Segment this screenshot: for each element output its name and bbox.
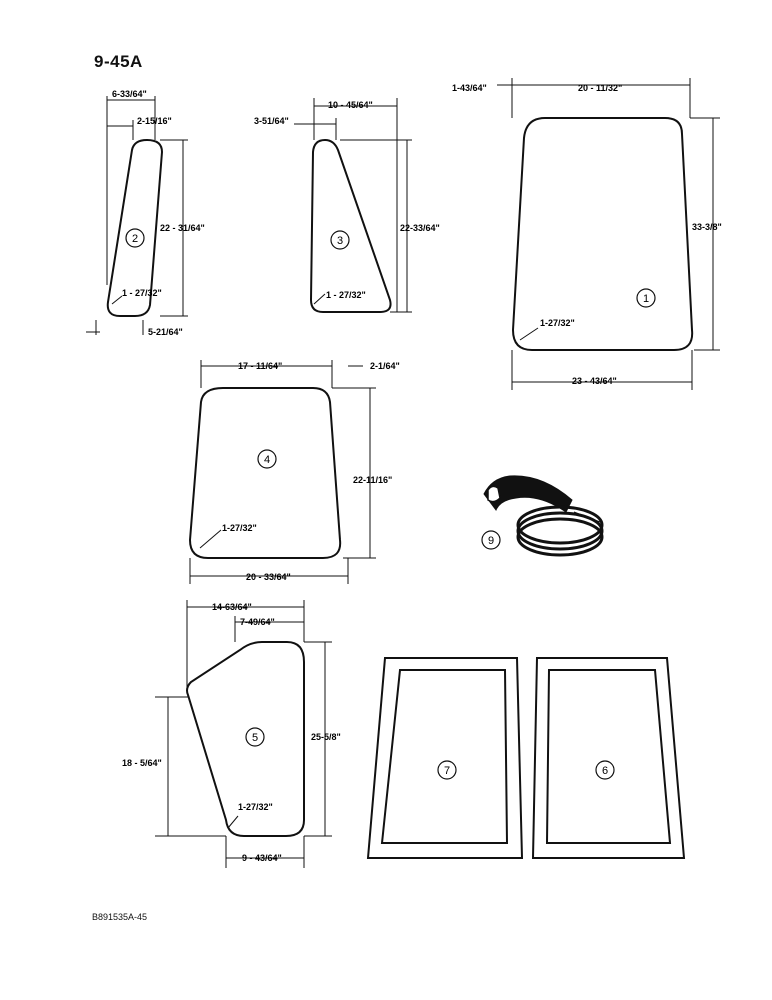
seal-frame-part-6[interactable]: [531, 657, 686, 859]
dim-part3-corner-radius: 1 - 27/32": [326, 290, 366, 300]
dim-part3-overall-width: 10 - 45/64": [328, 100, 373, 110]
dim-part4-top-width: 17 - 11/64": [238, 361, 282, 371]
glass-part-4[interactable]: [188, 387, 342, 559]
dim-part4-height: 22-11/16": [353, 475, 392, 485]
glass-part-2[interactable]: [106, 138, 164, 317]
dim-part2-height: 22 - 31/64": [160, 223, 205, 233]
dim-part4-bottom-width: 20 - 33/64": [246, 572, 291, 582]
glass-part-1[interactable]: [511, 117, 694, 351]
dim-part2-bottom-width: 5-21/64": [148, 327, 183, 337]
part-label-5: 5: [252, 732, 258, 744]
part-label-2: 2: [132, 233, 138, 245]
part-number-badge-5: [245, 727, 265, 747]
part-label-6: 6: [602, 765, 608, 777]
part-number-badge-2: [125, 228, 145, 248]
dim-part5-side-height: 18 - 5/64": [122, 758, 162, 768]
drawing-reference-code: B891535A-45: [92, 912, 148, 922]
dim-part1-bottom-width: 23 - 43/64": [572, 376, 617, 386]
part-number-badge-6: [595, 760, 615, 780]
part-number-badge-3: [330, 230, 350, 250]
dim-part4-side-offset: 2-1/64": [370, 361, 400, 371]
dim-part5-height: 25-5/8": [311, 732, 341, 742]
part-number-badge-1: [636, 288, 656, 308]
dim-part4-corner-radius: 1-27/32": [222, 523, 257, 533]
glass-part-5[interactable]: [186, 641, 305, 837]
glass-part-3[interactable]: [309, 138, 392, 313]
dim-part1-corner-radius: 1-27/32": [540, 318, 575, 328]
seal-frame-part-7[interactable]: [366, 657, 524, 859]
dim-part5-top-width: 7-49/64": [240, 617, 275, 627]
page-title: 9-45A: [94, 52, 143, 71]
dim-part5-corner-radius: 1-27/32": [238, 802, 273, 812]
part-label-4: 4: [264, 454, 270, 466]
seal-strip-part-9[interactable]: [483, 475, 604, 557]
part-number-badge-4: [257, 449, 277, 469]
part-label-3: 3: [337, 235, 343, 247]
part-label-9: 9: [488, 535, 494, 547]
dim-part5-bottom-width: 9 - 43/64": [242, 853, 282, 863]
part-number-badge-9: [481, 530, 501, 550]
dim-part1-height: 33-3/8": [692, 222, 722, 232]
dim-part3-top-offset: 3-51/64": [254, 116, 289, 126]
dim-part2-top-offset: 2-15/16": [137, 116, 172, 126]
dim-part2-overall-width: 6-33/64": [112, 89, 147, 99]
part-label-7: 7: [444, 765, 450, 777]
dim-part3-height: 22-33/64": [400, 223, 440, 233]
dim-part1-top-width: 20 - 11/32": [578, 83, 622, 93]
dim-part1-side-offset: 1-43/64": [452, 83, 487, 93]
dim-part5-overall-width: 14-63/64": [212, 602, 252, 612]
dim-part2-corner-radius: 1 - 27/32": [122, 288, 162, 298]
part-label-1: 1: [643, 293, 649, 305]
part-number-badge-7: [437, 760, 457, 780]
